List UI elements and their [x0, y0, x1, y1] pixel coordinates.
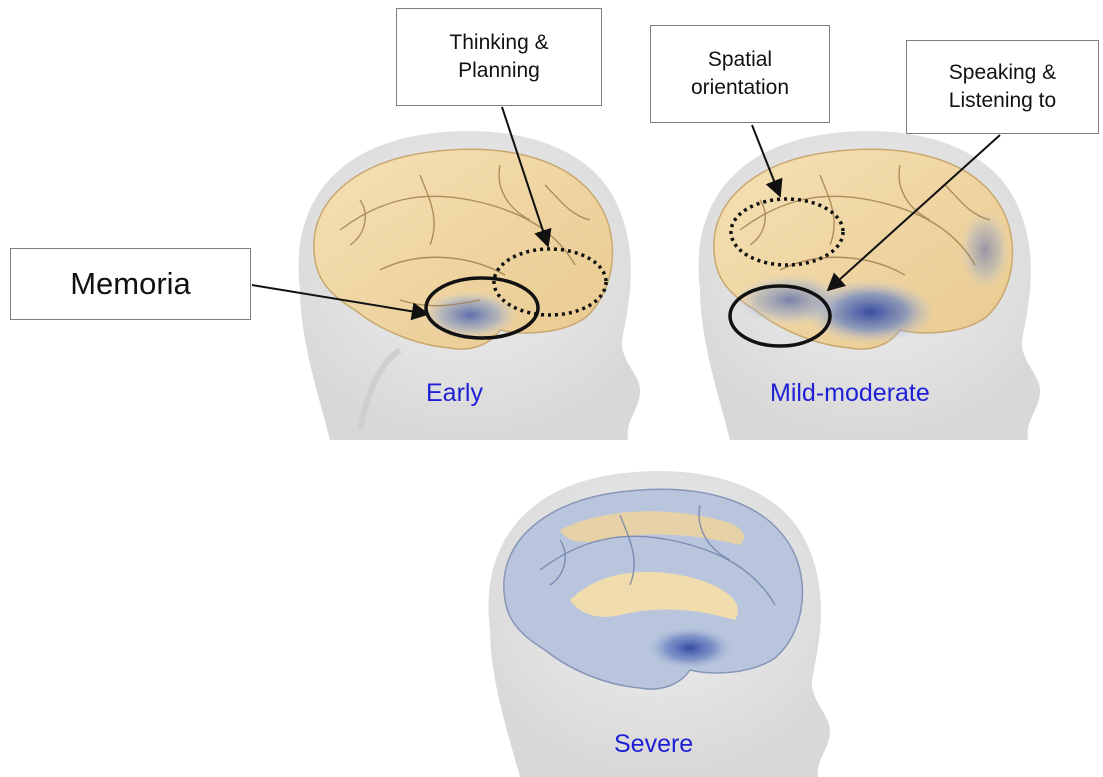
spatial-callout-label: Spatial orientation — [691, 46, 789, 103]
brain-mild-moderate — [714, 149, 1013, 349]
speaking-callout-box: Speaking & Listening to — [906, 40, 1099, 134]
thinking-callout-label: Thinking & Planning — [449, 29, 548, 86]
stage-label-severe: Severe — [614, 730, 693, 759]
thinking-callout-box: Thinking & Planning — [396, 8, 602, 106]
stage-label-mild-moderate: Mild-moderate — [770, 379, 930, 408]
memory-callout-label: Memoria — [70, 263, 191, 305]
spatial-callout-box: Spatial orientation — [650, 25, 830, 123]
stage-label-early: Early — [426, 379, 483, 408]
memory-callout-box: Memoria — [10, 248, 251, 320]
speaking-callout-label: Speaking & Listening to — [949, 59, 1056, 116]
